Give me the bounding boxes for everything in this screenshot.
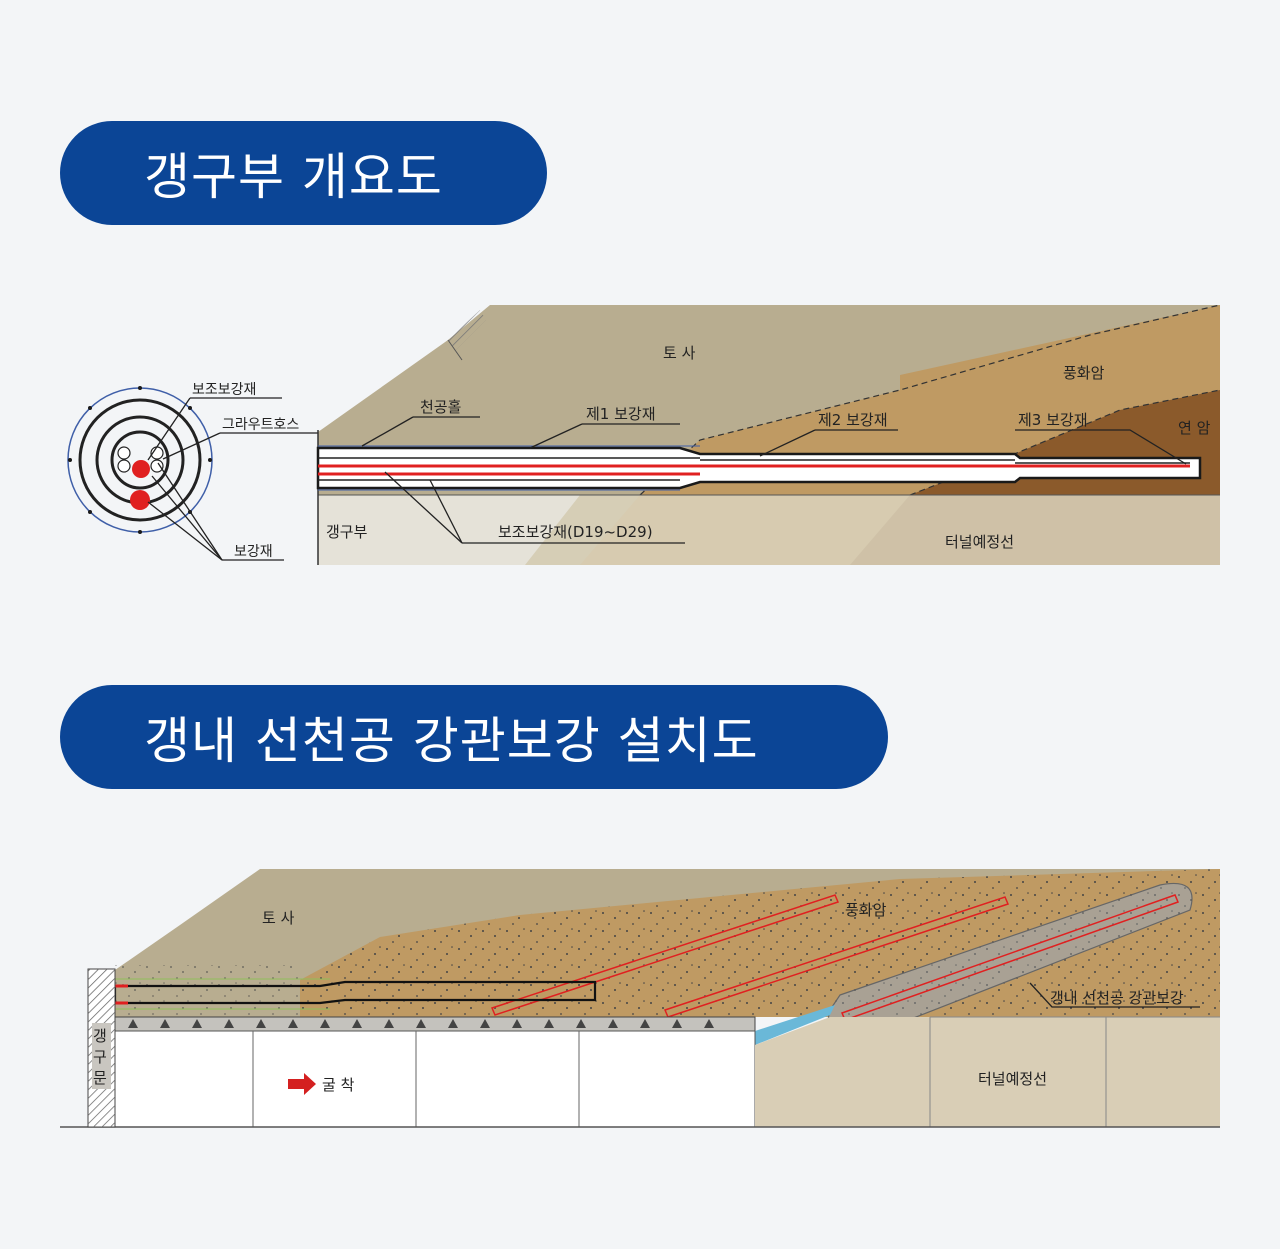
section-title-pipe-reinforcement: 갱내 선천공 강관보강 설치도 bbox=[60, 685, 888, 789]
label-weathered-rock-2: 풍화암 bbox=[845, 901, 887, 919]
portal-pipe bbox=[113, 980, 597, 1005]
label-borehole: 천공홀 bbox=[420, 398, 461, 416]
section-title-portal-overview: 갱구부 개요도 bbox=[60, 121, 547, 225]
portal-gate-label-bg bbox=[92, 1023, 111, 1089]
label-excavation: 굴 착 bbox=[322, 1076, 355, 1094]
label-reinforcement-3: 제3 보강재 bbox=[1018, 411, 1088, 429]
excavation-arrow-icon bbox=[288, 1073, 316, 1095]
label-portal-gate-2: 구 bbox=[93, 1048, 107, 1066]
label-portal-gate-1: 갱 bbox=[93, 1027, 107, 1045]
pipe-reinforcement-diagram: 토 사 풍화암 갱 구 문 굴 착 갱내 선천공 강관보강 터널예정선 bbox=[60, 869, 1220, 1128]
label-portal-gate-3: 문 bbox=[93, 1069, 107, 1087]
label-reinforcement-2: 제2 보강재 bbox=[818, 411, 888, 429]
label-aux-reinforcement-cs: 보조보강재 bbox=[192, 382, 256, 398]
label-soil: 토 사 bbox=[663, 344, 696, 362]
label-pipe-reinforcement: 갱내 선천공 강관보강 bbox=[1050, 989, 1184, 1007]
label-aux-reinforcement: 보조보강재(D19~D29) bbox=[498, 523, 653, 541]
label-reinforcement-1: 제1 보강재 bbox=[586, 405, 656, 423]
label-soil-2: 토 사 bbox=[262, 909, 295, 927]
label-tunnel-line: 터널예정선 bbox=[945, 533, 1014, 551]
support-layer bbox=[114, 1005, 835, 1045]
label-weathered-rock: 풍화암 bbox=[1063, 364, 1105, 382]
tunnel-area bbox=[60, 1016, 1220, 1128]
label-portal: 갱구부 bbox=[326, 523, 368, 541]
portal-overview-diagram: 보조보강재 그라우트호스 보강재 bbox=[67, 304, 1221, 565]
reinforcement-pipes bbox=[316, 445, 1202, 491]
steel-pipes bbox=[490, 894, 1010, 1018]
cross-section: 보조보강재 그라우트호스 보강재 bbox=[67, 382, 318, 561]
label-soft-rock: 연 암 bbox=[1178, 419, 1211, 437]
label-reinforcement-cs: 보강재 bbox=[234, 544, 273, 560]
label-tunnel-line-2: 터널예정선 bbox=[978, 1070, 1047, 1088]
label-grout-hose: 그라우트호스 bbox=[222, 417, 299, 433]
ground-profile bbox=[317, 304, 1221, 565]
